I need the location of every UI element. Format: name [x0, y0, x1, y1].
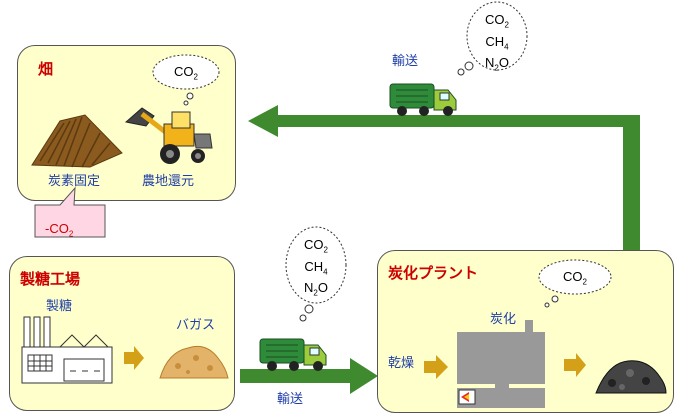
land-return-label: 農地還元: [142, 174, 195, 189]
truck-bottom-icon: [259, 338, 327, 371]
field-cloud-text: CO2: [174, 64, 198, 82]
carbonization-cloud-text: CO2: [563, 269, 587, 287]
carbon-fix-label: 炭素固定: [48, 174, 101, 189]
carbonization-plant-title: 炭化プラント: [388, 264, 479, 282]
transport-top-cloud: [457, 1, 528, 76]
transport-bottom-cloud-text: CO2 CH4 N2O: [304, 237, 328, 298]
sugar-refining-label: 製糖: [46, 299, 73, 314]
transport-bottom-label: 輸送: [277, 392, 304, 407]
transport-top-label: 輸送: [392, 54, 419, 69]
drying-label: 乾燥: [388, 356, 415, 371]
carbonization-kiln-icon: [457, 320, 545, 408]
factory-icon: [21, 316, 113, 384]
co2-callout-shape: [34, 186, 106, 238]
field-co2-cloud: [152, 54, 220, 106]
field-title: 畑: [38, 60, 54, 78]
charcoal-pile-icon: [595, 360, 667, 394]
drying-arrow: [424, 355, 448, 379]
carbonization-label: 炭化: [490, 312, 517, 327]
backhoe-icon: [124, 107, 213, 164]
transport-bottom-cloud: [285, 226, 347, 322]
sugar-plant-title: 製糖工場: [20, 270, 81, 288]
co2-callout-text: -CO2: [45, 221, 74, 239]
sugar-to-bagasse-arrow: [124, 346, 144, 370]
bagasse-label: バガス: [176, 318, 216, 333]
transport-flow-arrow: [240, 358, 378, 394]
bagasse-pile-icon: [159, 345, 229, 379]
kiln-to-char-arrow: [564, 353, 586, 377]
carbonization-co2-cloud: [538, 259, 612, 308]
transport-top-cloud-text: CO2 CH4 N2O: [485, 12, 509, 73]
truck-top-icon: [389, 83, 457, 116]
soil-mound-icon: [31, 114, 123, 168]
